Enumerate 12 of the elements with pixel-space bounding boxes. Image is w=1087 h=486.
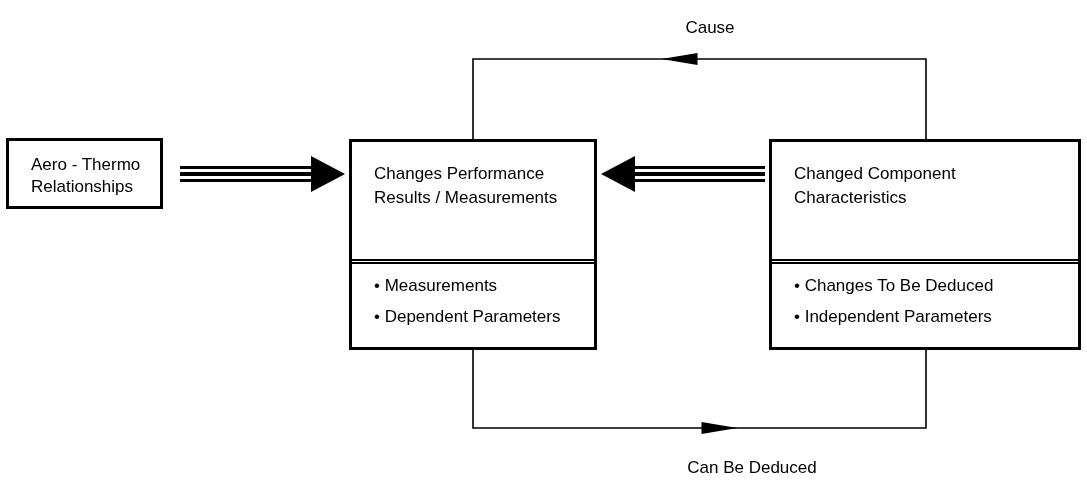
bullet-item: • Changes To Be Deduced	[794, 275, 995, 297]
box-heading: Changes Performance Results / Measurements	[374, 163, 559, 209]
process-box	[6, 138, 163, 209]
bullet-item: • Independent Parameters	[794, 306, 993, 328]
box-heading: Changed Component Characteristics	[794, 163, 957, 209]
process-box	[769, 139, 1081, 350]
triple-line-arrow	[601, 156, 765, 192]
triple-line-arrow	[180, 156, 345, 192]
bullet-item: • Measurements	[374, 275, 499, 297]
process-box	[349, 139, 597, 350]
box-heading: Aero - Thermo Relationships	[31, 154, 142, 198]
bullet-item: • Dependent Parameters	[374, 306, 562, 328]
